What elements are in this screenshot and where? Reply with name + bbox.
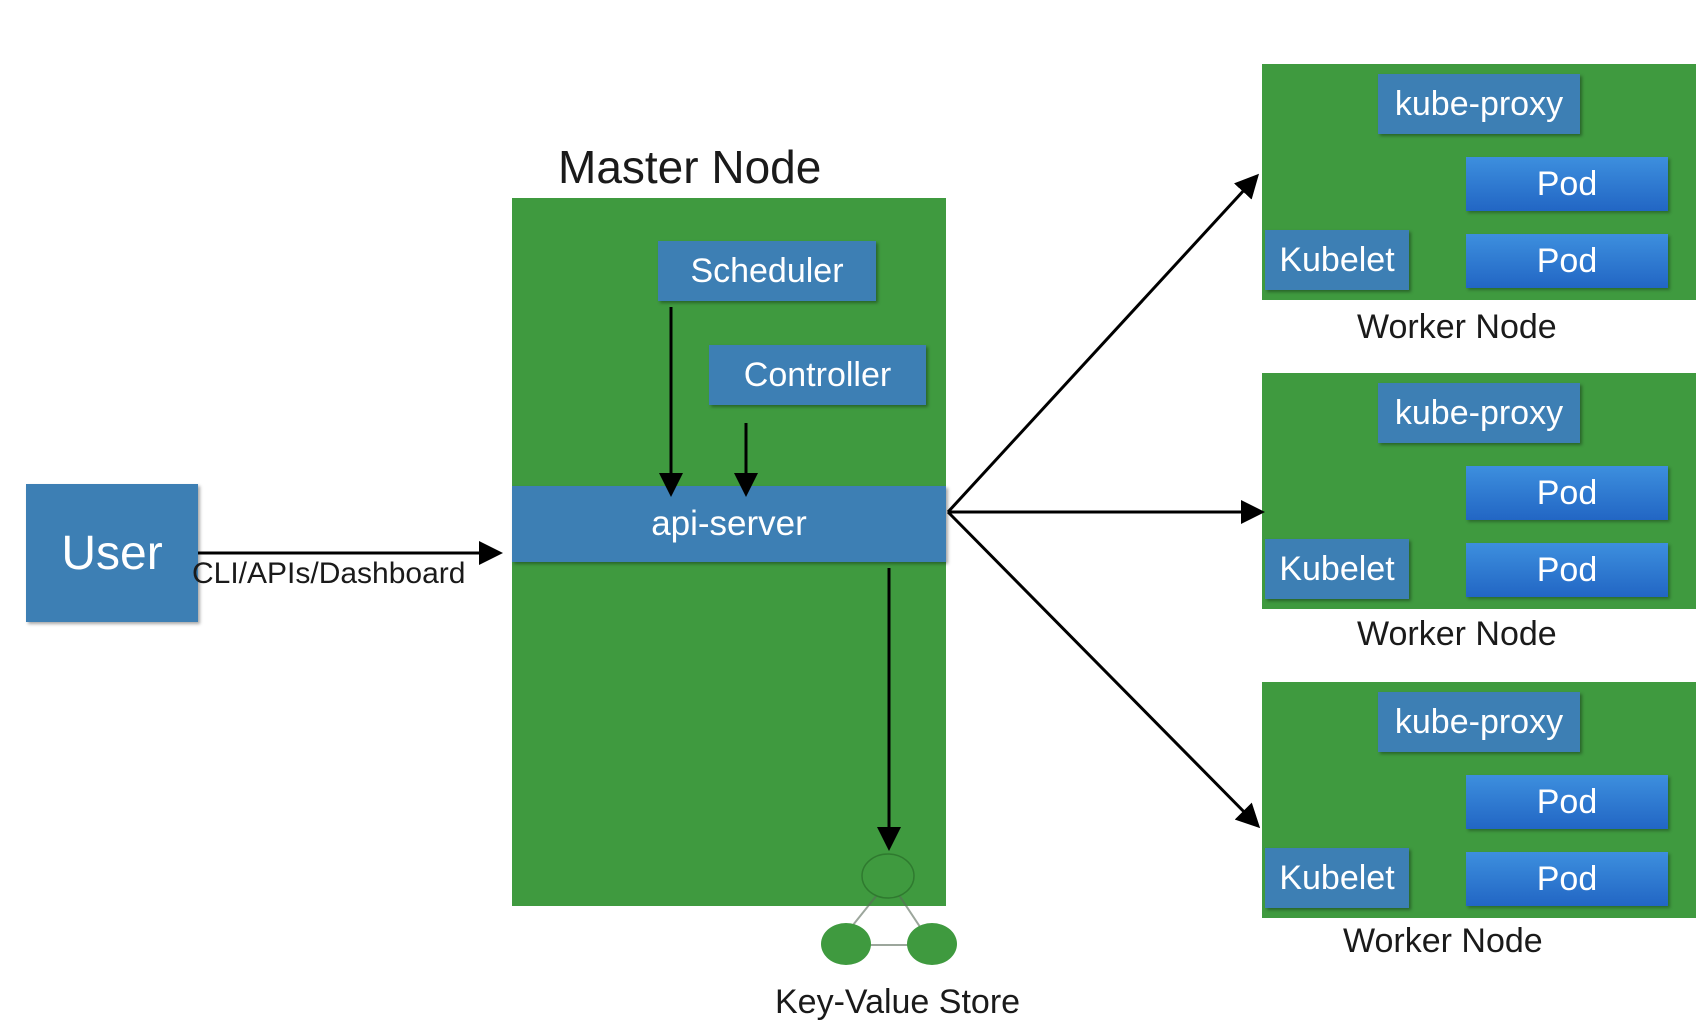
worker-node-title: Worker Node: [1343, 922, 1543, 960]
controller-label: Controller: [743, 355, 892, 394]
kube-proxy-box: kube-proxy: [1378, 74, 1580, 134]
kube-proxy-label: kube-proxy: [1394, 702, 1564, 741]
connection-label: CLI/APIs/Dashboard: [192, 557, 466, 590]
pod-box: Pod: [1466, 852, 1668, 906]
api-server-bar: api-server: [512, 486, 946, 562]
pod-box: Pod: [1466, 775, 1668, 829]
controller-box: Controller: [709, 345, 926, 405]
kube-proxy-box: kube-proxy: [1378, 383, 1580, 443]
kube-proxy-label: kube-proxy: [1394, 393, 1564, 432]
kubelet-box: Kubelet: [1265, 539, 1409, 599]
worker-node-title: Worker Node: [1357, 308, 1557, 346]
scheduler-label: Scheduler: [690, 251, 844, 290]
pod-box: Pod: [1466, 466, 1668, 520]
worker-node-title: Worker Node: [1357, 615, 1557, 653]
pod-label: Pod: [1536, 241, 1598, 280]
pod-label: Pod: [1536, 550, 1598, 589]
kubelet-label: Kubelet: [1279, 240, 1395, 279]
user-label: User: [61, 526, 163, 580]
kube-proxy-box: kube-proxy: [1378, 692, 1580, 752]
kv-store-label: Key-Value Store: [775, 983, 1021, 1021]
kubelet-label: Kubelet: [1279, 858, 1395, 897]
kubelet-box: Kubelet: [1265, 848, 1409, 908]
api-server-label: api-server: [651, 504, 807, 543]
kv-store-icon: [821, 853, 957, 965]
pod-box: Pod: [1466, 157, 1668, 211]
pod-box: Pod: [1466, 543, 1668, 597]
scheduler-box: Scheduler: [658, 241, 876, 301]
kubelet-label: Kubelet: [1279, 549, 1395, 588]
pod-label: Pod: [1536, 782, 1598, 821]
kube-proxy-label: kube-proxy: [1394, 84, 1564, 123]
pod-label: Pod: [1536, 859, 1598, 898]
api-to-worker-3-arrow: [946, 510, 1261, 829]
pod-label: Pod: [1536, 164, 1598, 203]
api-to-worker-1-arrow: [946, 173, 1260, 514]
user-box: User: [26, 484, 198, 622]
kubelet-box: Kubelet: [1265, 230, 1409, 290]
master-node-title: Master Node: [558, 141, 822, 193]
pod-label: Pod: [1536, 473, 1598, 512]
pod-box: Pod: [1466, 234, 1668, 288]
